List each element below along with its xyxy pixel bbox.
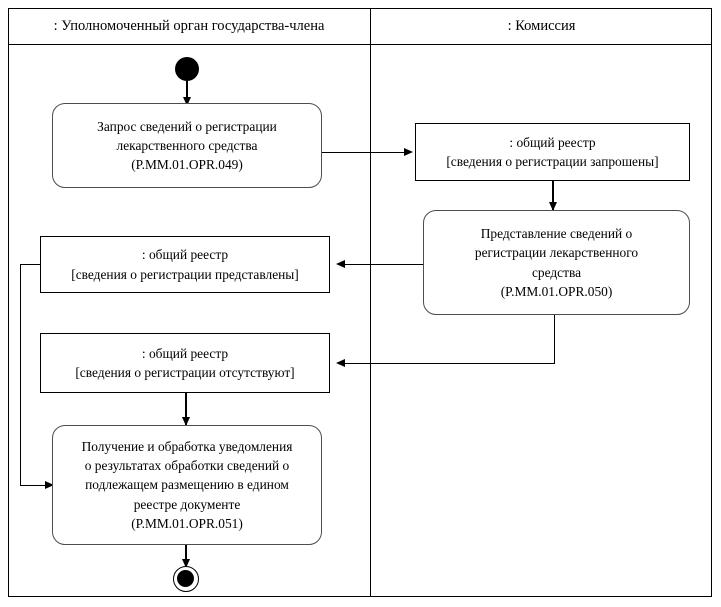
activity-submit-registration-data-label: Представление сведений о регистрации лек… (471, 224, 642, 300)
object-submitted-line-2: [сведения о регистрации представлены] (71, 266, 299, 282)
final-node (173, 566, 199, 592)
object-absent-line-1: : общий реестр (141, 345, 229, 361)
edge-object-requested-to-submit (552, 181, 554, 210)
arrowhead-request-to-object-requested (404, 148, 413, 157)
object-requested-line-1: : общий реестр (509, 134, 596, 150)
edge-submit-down-to-absent (553, 315, 555, 364)
swimlane-header-member-state-body: : Уполномоченный орган государства-члена (53, 18, 325, 34)
object-node-registry-submitted[interactable]: : общий реестр [сведения о регистрации п… (40, 236, 330, 293)
edge-initial-to-request (186, 81, 188, 103)
swimlane-header-divider (8, 44, 712, 45)
activity-receive-line-2: о результатах обработки сведений о (84, 458, 290, 474)
edge-loop-vertical-segment (20, 264, 22, 486)
activity-submit-line-3: средства (531, 264, 582, 280)
activity-request-registration-data-label: Запрос сведений о регистрации лекарствен… (93, 117, 281, 174)
arrowhead-submit-to-object-absent (336, 358, 345, 367)
object-absent-line-2: [сведения о регистрации отсутствуют] (75, 365, 295, 380)
arrowhead-object-absent-to-receive (181, 417, 190, 426)
swimlane-vertical-divider (370, 8, 371, 597)
edge-submit-to-object-submitted (345, 264, 423, 266)
arrowhead-receive-to-final (181, 559, 190, 568)
activity-receive-line-3: подлежащем размещению в едином (85, 477, 289, 493)
arrowhead-loop-to-receive (45, 480, 54, 489)
edge-loop-top-segment (20, 264, 41, 266)
activity-submit-line-2: регистрации лекарственного (474, 245, 639, 261)
activity-submit-registration-data[interactable]: Представление сведений о регистрации лек… (423, 210, 690, 315)
edge-loop-bottom-segment (20, 484, 50, 486)
activity-receive-line-4: реестре документе (133, 496, 241, 512)
swimlane-frame (8, 8, 712, 597)
arrowhead-object-requested-to-submit (548, 202, 557, 211)
initial-node (175, 57, 199, 81)
edge-request-to-object-requested (322, 152, 407, 154)
object-submitted-line-1: : общий реестр (141, 247, 229, 263)
activity-request-registration-data[interactable]: Запрос сведений о регистрации лекарствен… (52, 103, 322, 188)
object-requested-line-2: [сведения о регистрации запрошены] (446, 154, 659, 169)
activity-receive-line-5: (P.MM.01.OPR.051) (131, 515, 243, 531)
arrowhead-initial-to-request (182, 97, 191, 106)
activity-submit-line-4: (P.MM.01.OPR.050) (500, 283, 613, 299)
activity-receive-line-1: Получение и обработка уведомления (81, 439, 293, 455)
activity-request-line-1: Запрос сведений о регистрации (97, 118, 277, 134)
object-node-registry-requested[interactable]: : общий реестр [сведения о регистрации з… (415, 123, 690, 181)
swimlane-header-commission: : Комиссия (507, 18, 576, 34)
object-node-registry-absent[interactable]: : общий реестр [сведения о регистрации о… (40, 333, 330, 393)
activity-receive-and-process-notification-label: Получение и обработка уведомления о резу… (78, 437, 297, 532)
edge-submit-to-object-absent (345, 362, 555, 364)
activity-receive-and-process-notification[interactable]: Получение и обработка уведомления о резу… (52, 425, 322, 545)
activity-request-line-3: (P.MM.01.OPR.049) (131, 157, 243, 173)
object-node-registry-submitted-label: : общий реестр [сведения о регистрации п… (67, 245, 303, 284)
edge-object-absent-to-receive (185, 393, 187, 425)
arrowhead-submit-to-object-submitted (336, 260, 345, 269)
object-node-registry-requested-label: : общий реестр [сведения о регистрации з… (442, 133, 662, 172)
edge-receive-to-final (185, 545, 187, 567)
object-node-registry-absent-label: : общий реестр [сведения о регистрации о… (71, 344, 298, 383)
activity-submit-line-1: Представление сведений о (480, 226, 633, 242)
activity-request-line-2: лекарственного средства (116, 137, 258, 153)
